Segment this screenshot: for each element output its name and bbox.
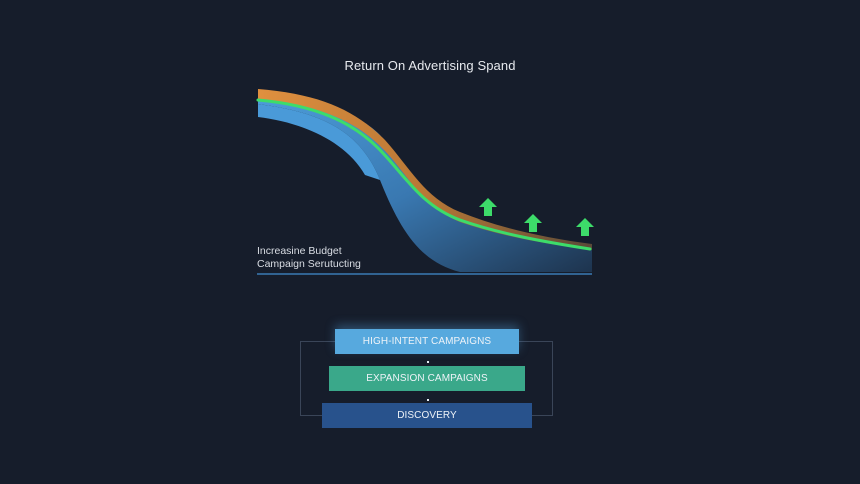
- tier-label: DISCOVERY: [397, 410, 457, 421]
- chart-title: Return On Advertising Spand: [344, 58, 516, 73]
- connector-dot: [427, 361, 429, 363]
- tier-high-intent: HIGH-INTENT CAMPAIGNS: [335, 329, 519, 354]
- up-arrow-icon: [524, 214, 542, 232]
- connector-dot: [427, 399, 429, 401]
- tier-expansion: EXPANSION CAMPAIGNS: [329, 366, 525, 391]
- tier-label: HIGH-INTENT CAMPAIGNS: [362, 336, 492, 347]
- up-arrow-icon: [479, 198, 497, 216]
- up-arrow-icon: [576, 218, 594, 236]
- roas-line: [256, 98, 592, 251]
- axis-label-line2: Campaign Serutucting: [257, 258, 361, 270]
- axis-label-line1: Increasine Budget: [257, 245, 342, 257]
- tier-label: EXPANSION CAMPAIGNS: [366, 373, 488, 384]
- blue-band: [258, 98, 592, 272]
- tier-discovery: DISCOVERY: [322, 403, 532, 428]
